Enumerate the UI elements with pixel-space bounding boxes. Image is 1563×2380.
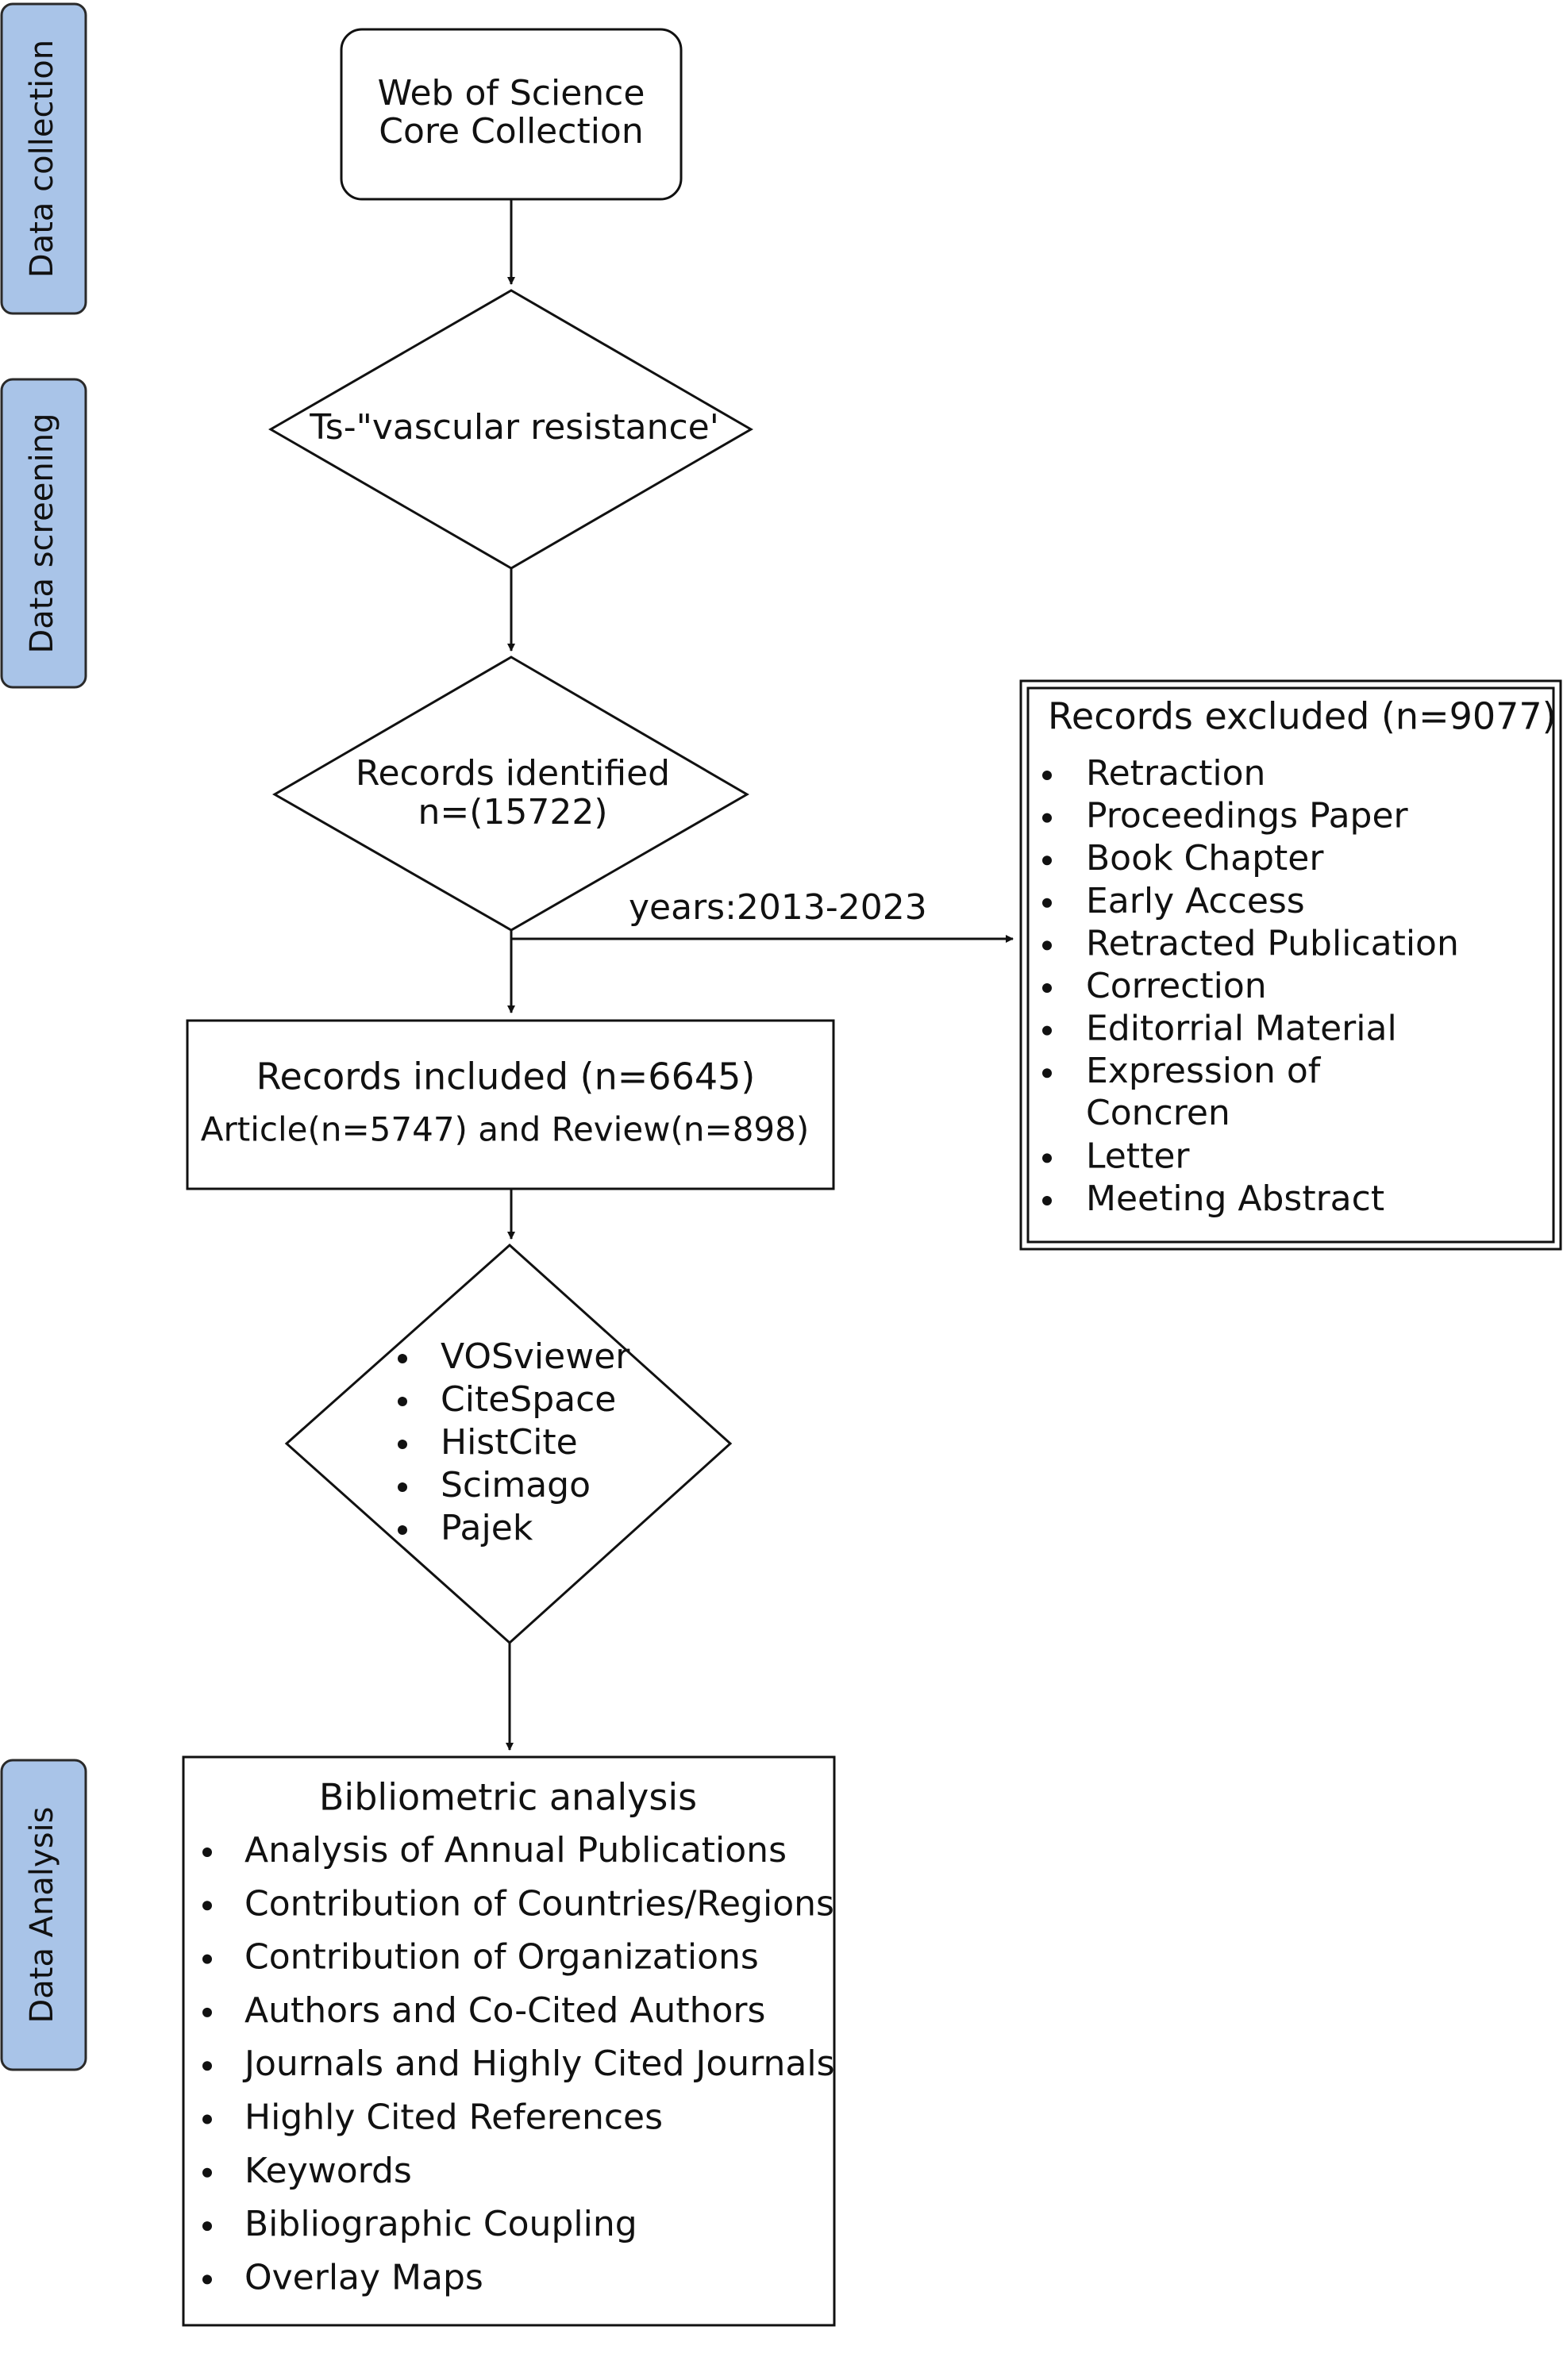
stage-label-analysis: Data Analysis	[24, 1806, 60, 2023]
excluded-item: Editorrial Material	[1086, 1009, 1397, 1049]
analysis-box: Bibliometric analysis Analysis of Annual…	[182, 1755, 836, 2327]
excluded-box: Records excluded (n=9077) RetractionProc…	[1019, 679, 1562, 1251]
excluded-item: Meeting Abstract	[1086, 1178, 1384, 1219]
tool-item: VOSviewer	[441, 1336, 630, 1377]
tool-item: Scimago	[441, 1465, 591, 1505]
analysis-bullet	[202, 2007, 212, 2017]
analysis-item: Analysis of Annual Publications	[244, 1830, 787, 1871]
analysis-item: Contribution of Countries/Regions	[244, 1883, 834, 1924]
analysis-bullet	[202, 2061, 212, 2071]
tool-bullet	[398, 1482, 407, 1492]
analysis-bullet	[202, 1847, 212, 1857]
excluded-item: Early Access	[1086, 881, 1305, 921]
tool-item: CiteSpace	[441, 1379, 616, 1420]
analysis-item: Authors and Co-Cited Authors	[244, 1990, 765, 2031]
analysis-bullet	[202, 1901, 212, 1911]
excluded-item: Correction	[1086, 966, 1267, 1006]
analysis-bullet	[202, 1954, 212, 1964]
analysis-bullet	[202, 2221, 212, 2232]
analysis-bullet	[202, 2274, 212, 2285]
tool-item: HistCite	[441, 1422, 578, 1463]
tool-bullet	[398, 1397, 407, 1406]
excluded-item: Letter	[1086, 1136, 1190, 1176]
analysis-item: Journals and Highly Cited Journals	[242, 2044, 835, 2084]
included-line-2: Article(n=5747) and Review(n=898)	[201, 1110, 810, 1149]
excluded-bullet	[1042, 1196, 1052, 1205]
analysis-list: Analysis of Annual PublicationsContribut…	[202, 1830, 835, 2297]
identified-line-1: Records identified	[356, 753, 670, 794]
analysis-item: Keywords	[244, 2151, 412, 2191]
analysis-item: Bibliographic Coupling	[244, 2204, 637, 2244]
excluded-item: Book Chapter	[1086, 838, 1324, 879]
included-line-1: Records included (n=6645)	[256, 1055, 756, 1098]
analysis-item: Contribution of Organizations	[244, 1937, 759, 1978]
analysis-item: Highly Cited References	[244, 2097, 663, 2138]
identified-line-2: n=(15722)	[418, 792, 607, 832]
stage-data-collection: Data collection	[0, 2, 87, 315]
analysis-bullet	[202, 2114, 212, 2124]
excluded-bullet	[1042, 1068, 1052, 1078]
excluded-bullet	[1042, 771, 1052, 780]
query-diamond: Ts-"vascular resistance'	[268, 289, 753, 570]
excluded-item: Retraction	[1086, 753, 1265, 794]
excluded-title: Records excluded (n=9077)	[1048, 695, 1557, 738]
stage-label-collection: Data collection	[24, 40, 60, 278]
tool-bullet	[398, 1354, 407, 1363]
query-text: Ts-"vascular resistance'	[309, 407, 719, 448]
excluded-bullet	[1042, 1153, 1052, 1163]
included-box: Records included (n=6645) Article(n=5747…	[186, 1019, 835, 1190]
excluded-bullet	[1042, 855, 1052, 866]
excluded-item: Retracted Publication	[1086, 923, 1459, 963]
source-line-1: Web of Science	[378, 73, 645, 113]
excluded-bullet	[1042, 898, 1052, 908]
stage-label-screening: Data screening	[24, 413, 60, 653]
source-line-2: Core Collection	[379, 111, 643, 152]
source-box: Web of Science Core Collection	[340, 28, 683, 201]
analysis-bullet	[202, 2167, 212, 2178]
excluded-item: Proceedings Paper	[1086, 796, 1409, 836]
tool-bullet	[398, 1525, 407, 1535]
analysis-title: Bibliometric analysis	[319, 1776, 697, 1819]
tool-item: Pajek	[441, 1508, 533, 1548]
stage-data-analysis: Data Analysis	[0, 1759, 87, 2071]
tool-bullet	[398, 1440, 407, 1449]
excluded-item: Concren	[1086, 1093, 1230, 1133]
excluded-bullet	[1042, 983, 1052, 993]
stage-data-screening: Data screening	[0, 378, 87, 689]
excluded-item: Expression of	[1086, 1051, 1322, 1091]
excluded-bullet	[1042, 813, 1052, 823]
excluded-bullet	[1042, 1025, 1052, 1036]
excluded-bullet	[1042, 940, 1052, 951]
analysis-item: Overlay Maps	[244, 2257, 483, 2297]
filter-label: years:2013-2023	[629, 887, 927, 928]
